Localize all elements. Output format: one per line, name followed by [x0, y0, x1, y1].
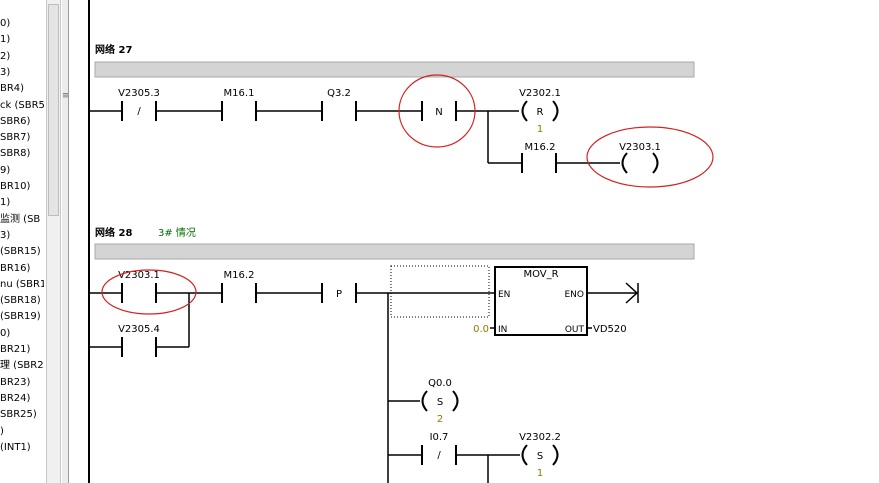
tree-item[interactable]: 1) [0, 34, 11, 46]
tree-item[interactable]: BR24) [0, 392, 31, 404]
coil-count: 1 [537, 124, 543, 135]
contact-address: M16.2 [525, 142, 556, 153]
network-28-comment: 3# 情况 [158, 226, 196, 239]
contact-m16-2[interactable]: M16.2 [521, 142, 557, 173]
contact-symbol: / [437, 450, 441, 461]
tree-item[interactable]: SBR8) [0, 148, 31, 160]
tree-item[interactable]: nu (SBR1 [0, 278, 44, 290]
tree-scrollbar[interactable] [46, 0, 61, 483]
box-in-label: IN [498, 325, 507, 335]
coil-symbol: R [537, 107, 544, 118]
tree-item[interactable]: 1) [0, 197, 11, 209]
contact-address: Q3.2 [327, 88, 351, 99]
network-27-comment-bar[interactable] [94, 61, 695, 78]
network-27-rung [89, 110, 620, 164]
tree-item[interactable]: BR23) [0, 376, 31, 388]
tree-item[interactable]: 9) [0, 164, 11, 176]
contact-address: V2305.4 [118, 324, 160, 335]
coil-count: 2 [437, 414, 443, 425]
tree-item[interactable]: BR4) [0, 83, 25, 95]
contact-q3-2[interactable]: Q3.2 [321, 88, 357, 121]
annotation-circle [398, 74, 476, 148]
box-en-label: EN [498, 290, 510, 300]
pane-splitter[interactable]: ≡ [62, 0, 70, 483]
box-out-value: VD520 [593, 324, 627, 335]
tree-item[interactable]: 理 (SBR2 [0, 360, 44, 372]
contact-m16-2-n28[interactable]: M16.2 [221, 270, 257, 303]
network-28-title: 网络 28 [95, 226, 132, 239]
tree-item[interactable]: 3) [0, 66, 11, 78]
box-out-label: OUT [565, 325, 585, 335]
coil-address: V2303.1 [619, 142, 661, 153]
positive-transition-contact[interactable]: P [321, 283, 357, 303]
negative-transition-contact[interactable]: N [421, 101, 457, 121]
splitter-grip-icon: ≡ [62, 91, 70, 101]
contact-address: V2305.3 [118, 88, 160, 99]
tree-item[interactable]: 0) [0, 18, 11, 29]
coil-address: V2302.2 [519, 432, 561, 443]
contact-i0-7[interactable]: / I0.7 [421, 432, 457, 465]
tree-item[interactable]: 监测 (SB [0, 213, 41, 225]
network-28-rung [89, 292, 638, 483]
tree-item[interactable]: (SBR15) [0, 246, 41, 258]
tree-item[interactable]: BR10) [0, 181, 31, 192]
tree-item[interactable]: BR16) [0, 262, 31, 274]
box-in-value: 0.0 [473, 324, 489, 335]
contact-symbol: P [336, 289, 342, 300]
tree-item[interactable]: ) [0, 425, 4, 437]
contact-m16-1[interactable]: M16.1 [221, 88, 257, 121]
tree-item[interactable]: 2) [0, 50, 11, 62]
pane-divider [68, 0, 69, 483]
contact-address: I0.7 [430, 432, 449, 443]
output-coil-v2303-1[interactable]: V2303.1 [619, 142, 661, 174]
tree-item[interactable]: 0) [0, 327, 11, 339]
coil-address: Q0.0 [428, 378, 452, 389]
eno-arrow-icon [625, 282, 639, 304]
contact-v2305-4[interactable]: V2305.4 [118, 324, 160, 357]
tree-item[interactable]: (SBR19) [0, 311, 41, 323]
contact-address: V2303.1 [118, 270, 160, 281]
tree-item[interactable]: SBR25) [0, 409, 37, 421]
contact-symbol: N [435, 107, 442, 118]
annotation-circle [586, 126, 714, 188]
tree-item[interactable]: BR21) [0, 344, 31, 355]
coil-count: 1 [537, 468, 543, 479]
coil-address: V2302.1 [519, 88, 561, 99]
tree-item[interactable]: SBR7) [0, 132, 31, 144]
tree-item[interactable]: ck (SBR5 [0, 99, 44, 111]
mov-r-box[interactable]: MOV_R EN ENO IN OUT [494, 266, 588, 336]
contact-v2303-1[interactable]: V2303.1 [118, 270, 160, 303]
contact-address: M16.1 [224, 88, 255, 99]
set-coil-v2302-2[interactable]: S V2302.2 1 [519, 432, 561, 479]
annotation-circle [101, 269, 197, 315]
tree-item[interactable]: (INT1) [0, 441, 31, 453]
selection-cursor[interactable] [390, 265, 490, 318]
tree-item[interactable]: (SBR18) [0, 295, 41, 307]
reset-coil-v2302-1[interactable]: R V2302.1 1 [519, 88, 561, 135]
tree-item[interactable]: SBR6) [0, 115, 31, 127]
coil-symbol: S [437, 397, 443, 408]
contact-v2305-3[interactable]: / V2305.3 [118, 88, 160, 121]
network-27-title: 网络 27 [95, 43, 132, 56]
box-eno-label: ENO [564, 290, 584, 300]
contact-address: M16.2 [224, 270, 255, 281]
tree-item[interactable]: 3) [0, 229, 11, 241]
box-name: MOV_R [523, 269, 558, 280]
coil-symbol: S [537, 451, 543, 462]
network-28-comment-bar[interactable] [94, 243, 695, 260]
set-coil-q0-0[interactable]: S Q0.0 2 [421, 378, 459, 425]
contact-symbol: / [137, 106, 141, 117]
scrollbar-thumb[interactable] [48, 4, 59, 216]
